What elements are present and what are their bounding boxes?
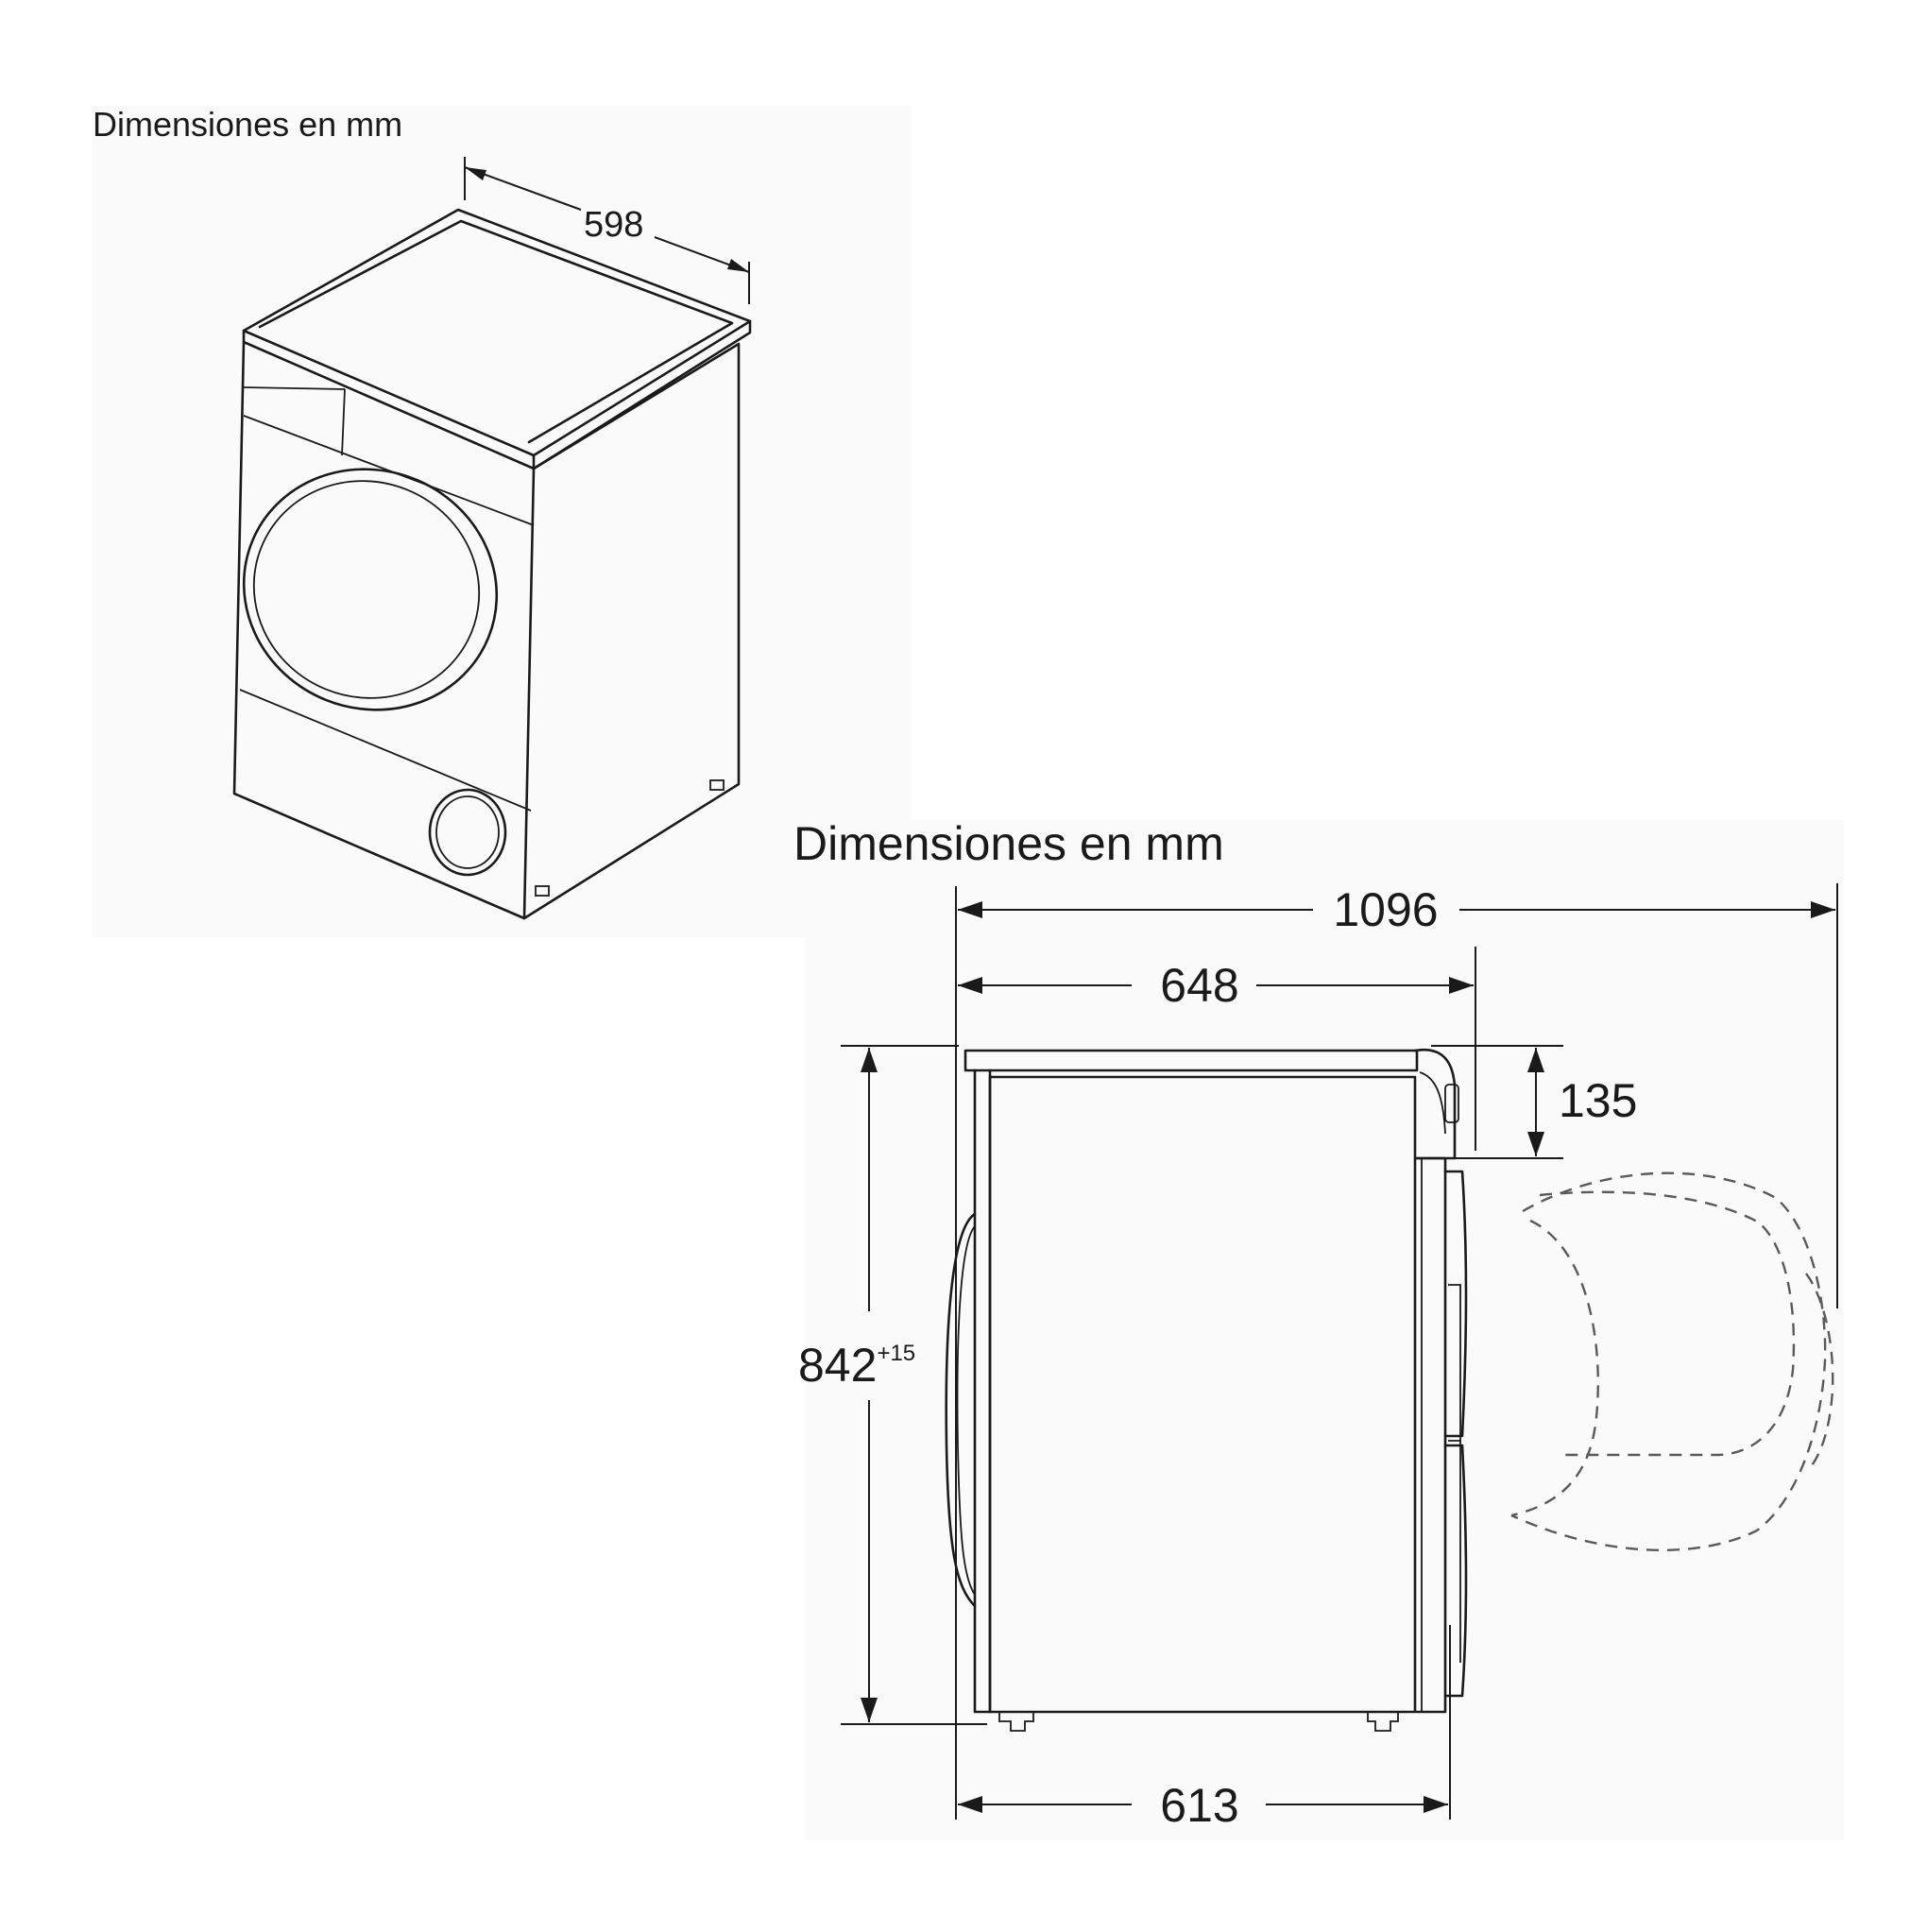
dim-height-tolerance: +15 <box>877 1341 915 1366</box>
iso-view: Dimensiones en mm 598 <box>93 105 752 920</box>
dim-height: 842+15 <box>798 1045 987 1725</box>
side-caption: Dimensiones en mm <box>793 817 1224 870</box>
dim-control-panel: 135 <box>1431 1045 1637 1159</box>
dim-body-depth-label: 613 <box>1160 1779 1238 1832</box>
dim-door-open: 1096 <box>958 883 1835 936</box>
dim-height-label: 842+15 <box>798 1339 915 1392</box>
knob <box>1444 1084 1459 1123</box>
dim-body-depth: 613 <box>958 1779 1448 1832</box>
dim-total-depth: 648 <box>958 959 1474 1012</box>
dim-total-depth-label: 648 <box>1160 959 1238 1012</box>
dim-control-panel-label: 135 <box>1559 1074 1637 1127</box>
side-panel-bg <box>805 820 1844 1840</box>
iso-width-label: 598 <box>584 205 643 245</box>
dim-door-open-label: 1096 <box>1333 883 1438 936</box>
filter-cap <box>428 788 507 877</box>
dim-height-value: 842 <box>798 1339 877 1392</box>
iso-caption: Dimensiones en mm <box>93 105 402 144</box>
iso-machine <box>232 208 752 920</box>
side-view: Dimensiones en mm 1096 648 <box>793 817 1838 1832</box>
side-machine <box>945 1048 1468 1732</box>
door-open-outline <box>1510 1171 1834 1551</box>
iso-width-dimension: 598 <box>464 157 750 304</box>
